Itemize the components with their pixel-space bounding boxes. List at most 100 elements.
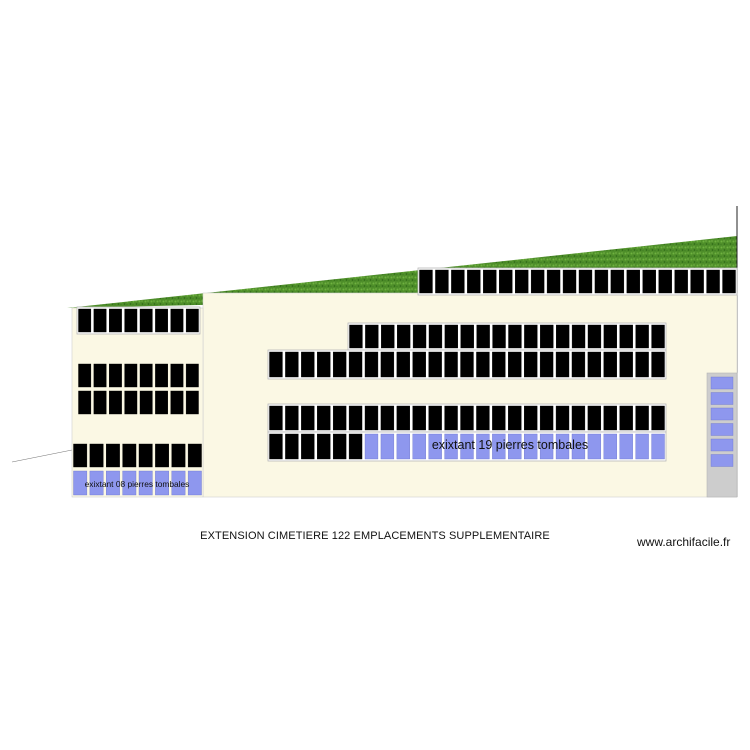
new-plot — [651, 351, 665, 378]
existing-plot — [508, 433, 522, 460]
new-plot — [571, 405, 586, 431]
new-plot — [706, 269, 720, 294]
existing-label-small: exixtant 08 pierres tombales — [85, 479, 190, 489]
new-plot — [285, 433, 299, 460]
new-plot — [578, 269, 593, 294]
new-plot — [348, 351, 363, 378]
new-plot — [139, 390, 153, 415]
plan-caption: EXTENSION CIMETIERE 122 EMPLACEMENTS SUP… — [200, 530, 550, 542]
existing-plot — [651, 433, 665, 460]
new-plot — [269, 351, 283, 378]
new-plot — [171, 443, 186, 468]
new-plot — [428, 351, 442, 378]
row-upper-2 — [267, 349, 667, 380]
new-plot — [530, 269, 545, 294]
new-plot — [476, 405, 490, 431]
new-plot — [603, 324, 618, 349]
new-plot — [642, 269, 656, 294]
new-plot — [301, 405, 315, 431]
new-plot — [332, 433, 347, 460]
new-plot — [122, 443, 137, 468]
new-plot — [619, 405, 633, 431]
existing-plot — [106, 470, 120, 496]
new-plot — [412, 351, 426, 378]
existing-plot — [710, 423, 734, 436]
new-plot — [556, 324, 570, 349]
new-plot — [460, 324, 474, 349]
existing-plot — [710, 376, 734, 390]
watermark: www.archifacile.fr — [637, 535, 731, 549]
new-plot — [587, 324, 602, 349]
new-plot — [348, 433, 363, 460]
new-plot — [364, 405, 379, 431]
new-plot — [524, 405, 538, 431]
new-plot — [610, 269, 625, 294]
new-plot — [476, 324, 490, 349]
row-left-4 — [73, 443, 202, 468]
existing-plot — [710, 454, 734, 467]
new-plot — [93, 363, 107, 388]
existing-plot — [412, 433, 426, 460]
new-plot — [562, 269, 577, 294]
existing-plot — [444, 433, 458, 460]
new-plot — [539, 405, 554, 431]
new-plot — [155, 308, 168, 333]
new-plot — [301, 433, 315, 460]
new-plot — [106, 443, 120, 468]
existing-plot — [603, 433, 617, 460]
new-plot — [635, 324, 649, 349]
existing-plot — [396, 433, 410, 460]
row-lower-1 — [267, 403, 667, 433]
existing-plot — [710, 438, 734, 452]
new-plot — [515, 269, 529, 294]
existing-plot — [524, 433, 538, 460]
new-plot — [332, 351, 347, 378]
new-plot — [594, 269, 609, 294]
new-plot — [492, 405, 506, 431]
existing-plot — [428, 433, 442, 460]
row-left-2 — [78, 363, 199, 388]
new-plot — [396, 405, 410, 431]
existing-plot — [89, 470, 104, 496]
existing-plot — [539, 433, 554, 460]
new-plot — [460, 351, 474, 378]
new-plot — [139, 363, 153, 388]
new-plot — [499, 269, 513, 294]
new-plot — [187, 443, 202, 468]
new-plot — [460, 405, 474, 431]
new-plot — [349, 324, 363, 349]
new-plot — [635, 351, 649, 378]
new-plot — [546, 269, 561, 294]
new-plot — [722, 269, 736, 294]
new-plot — [476, 351, 490, 378]
new-plot — [317, 405, 331, 431]
new-plot — [285, 405, 299, 431]
new-plot — [124, 390, 138, 415]
new-plot — [412, 324, 427, 349]
new-plot — [587, 351, 602, 378]
new-plot — [170, 390, 184, 415]
new-plot — [170, 308, 184, 333]
new-plot — [444, 405, 458, 431]
new-plot — [444, 351, 458, 378]
new-plot — [492, 324, 506, 349]
new-plot — [467, 269, 481, 294]
new-plot — [444, 324, 458, 349]
new-plot — [540, 324, 554, 349]
new-plot — [419, 269, 433, 294]
new-plot — [285, 351, 299, 378]
new-plot — [396, 351, 410, 378]
new-plot — [397, 324, 411, 349]
new-plot — [492, 351, 506, 378]
existing-plot — [122, 470, 137, 496]
new-plot — [269, 405, 283, 431]
new-plot — [690, 269, 704, 294]
new-plot — [185, 363, 199, 388]
new-plot — [435, 269, 449, 294]
new-plot — [380, 351, 395, 378]
row-upper-1 — [347, 322, 667, 351]
new-plot — [571, 351, 586, 378]
existing-plot — [380, 433, 395, 460]
boundary-edge — [11, 449, 73, 463]
